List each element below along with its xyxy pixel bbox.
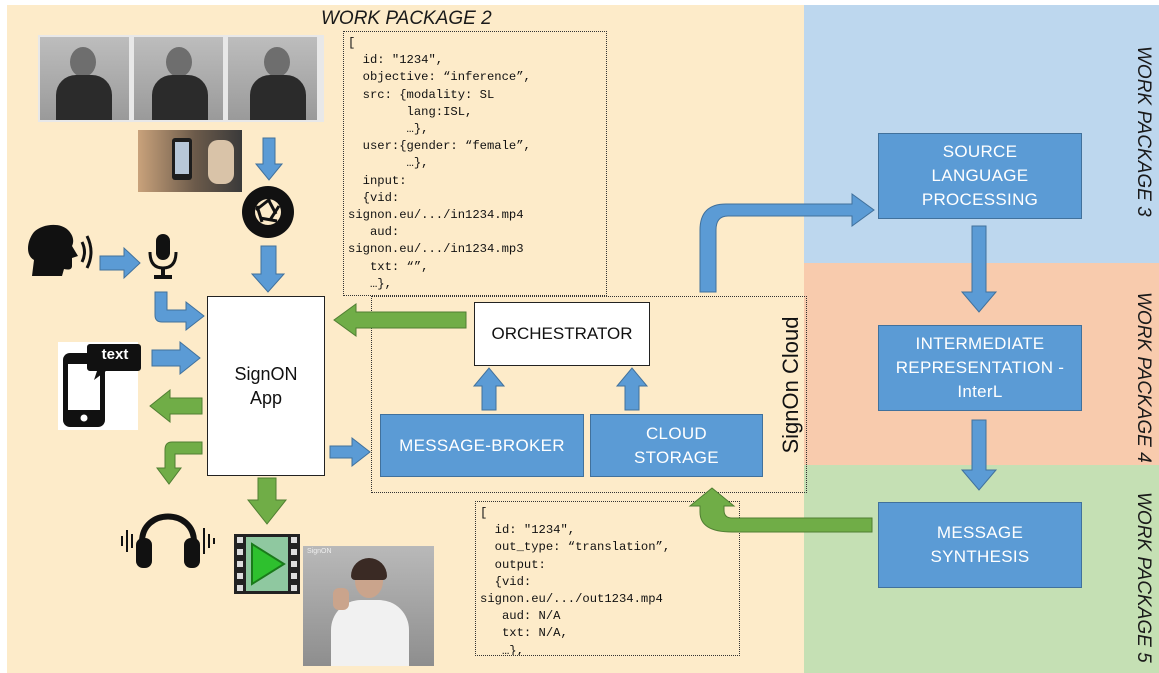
response-json: [ id: "1234", out_type: “translation”, o… xyxy=(475,501,740,656)
camera-shutter-icon xyxy=(242,186,294,238)
signon-app-label: SignON App xyxy=(234,364,298,408)
arrow-app-to-text xyxy=(149,388,203,424)
arrow-cloud-to-slp xyxy=(699,193,875,293)
message-broker-box: MESSAGE-BROKER xyxy=(380,414,584,477)
arrow-text-to-app xyxy=(151,340,201,376)
signer-frame-2 xyxy=(134,37,223,120)
message-synthesis-label: MESSAGE SYNTHESIS xyxy=(930,523,1030,566)
headphones-icon xyxy=(121,513,215,568)
intermediate-representation-box: INTERMEDIATE REPRESENTATION - InterL xyxy=(878,325,1082,411)
avatar-caption: SignON xyxy=(307,548,332,555)
orchestrator-label: ORCHESTRATOR xyxy=(491,324,633,343)
message-synthesis-box: MESSAGE SYNTHESIS xyxy=(878,502,1082,588)
arrow-synthesis-to-storage xyxy=(688,487,873,533)
arrow-app-to-broker xyxy=(329,436,371,468)
arrow-speech-to-mic xyxy=(99,246,141,280)
cloud-storage-label: CLOUD STORAGE xyxy=(634,423,719,467)
speaking-head-icon xyxy=(28,224,93,276)
phone-recording-photo xyxy=(138,130,242,192)
signing-avatar-image: SignON xyxy=(303,546,434,666)
arrow-orchestrator-to-app xyxy=(333,303,467,337)
signer-photo-strip xyxy=(38,35,324,122)
message-broker-label: MESSAGE-BROKER xyxy=(399,435,565,455)
source-language-processing-box: SOURCE LANGUAGE PROCESSING xyxy=(878,133,1082,219)
arrow-app-to-video xyxy=(246,477,288,525)
signer-frame-1 xyxy=(40,37,129,120)
arrow-broker-to-orchestrator xyxy=(472,367,506,411)
arrow-slp-to-interl xyxy=(960,225,998,313)
speech-bubble-icon xyxy=(87,344,141,380)
arrow-interl-to-synthesis xyxy=(960,419,998,491)
arrow-video-to-camera xyxy=(254,137,284,181)
cloud-storage-box: CLOUD STORAGE xyxy=(590,414,763,477)
speech-bubble-text: text xyxy=(101,346,129,363)
signon-app-box: SignON App xyxy=(207,296,325,476)
work-package-2-label: WORK PACKAGE 2 xyxy=(321,8,492,29)
signon-cloud-region xyxy=(371,296,807,493)
orchestrator-box: ORCHESTRATOR xyxy=(474,302,650,366)
request-json: [ id: "1234", objective: “inference”, sr… xyxy=(343,31,607,296)
arrow-mic-to-app xyxy=(154,291,205,332)
microphone-icon xyxy=(148,234,178,279)
mobile-phone-icon xyxy=(63,353,105,427)
intermediate-representation-label: INTERMEDIATE REPRESENTATION - InterL xyxy=(895,334,1065,401)
source-language-processing-label: SOURCE LANGUAGE PROCESSING xyxy=(921,142,1039,209)
video-play-icon xyxy=(234,534,300,594)
arrow-app-to-audio xyxy=(156,441,203,485)
arrow-camera-to-app xyxy=(250,245,286,293)
signer-frame-3 xyxy=(228,37,317,120)
arrow-storage-to-orchestrator xyxy=(615,367,649,411)
